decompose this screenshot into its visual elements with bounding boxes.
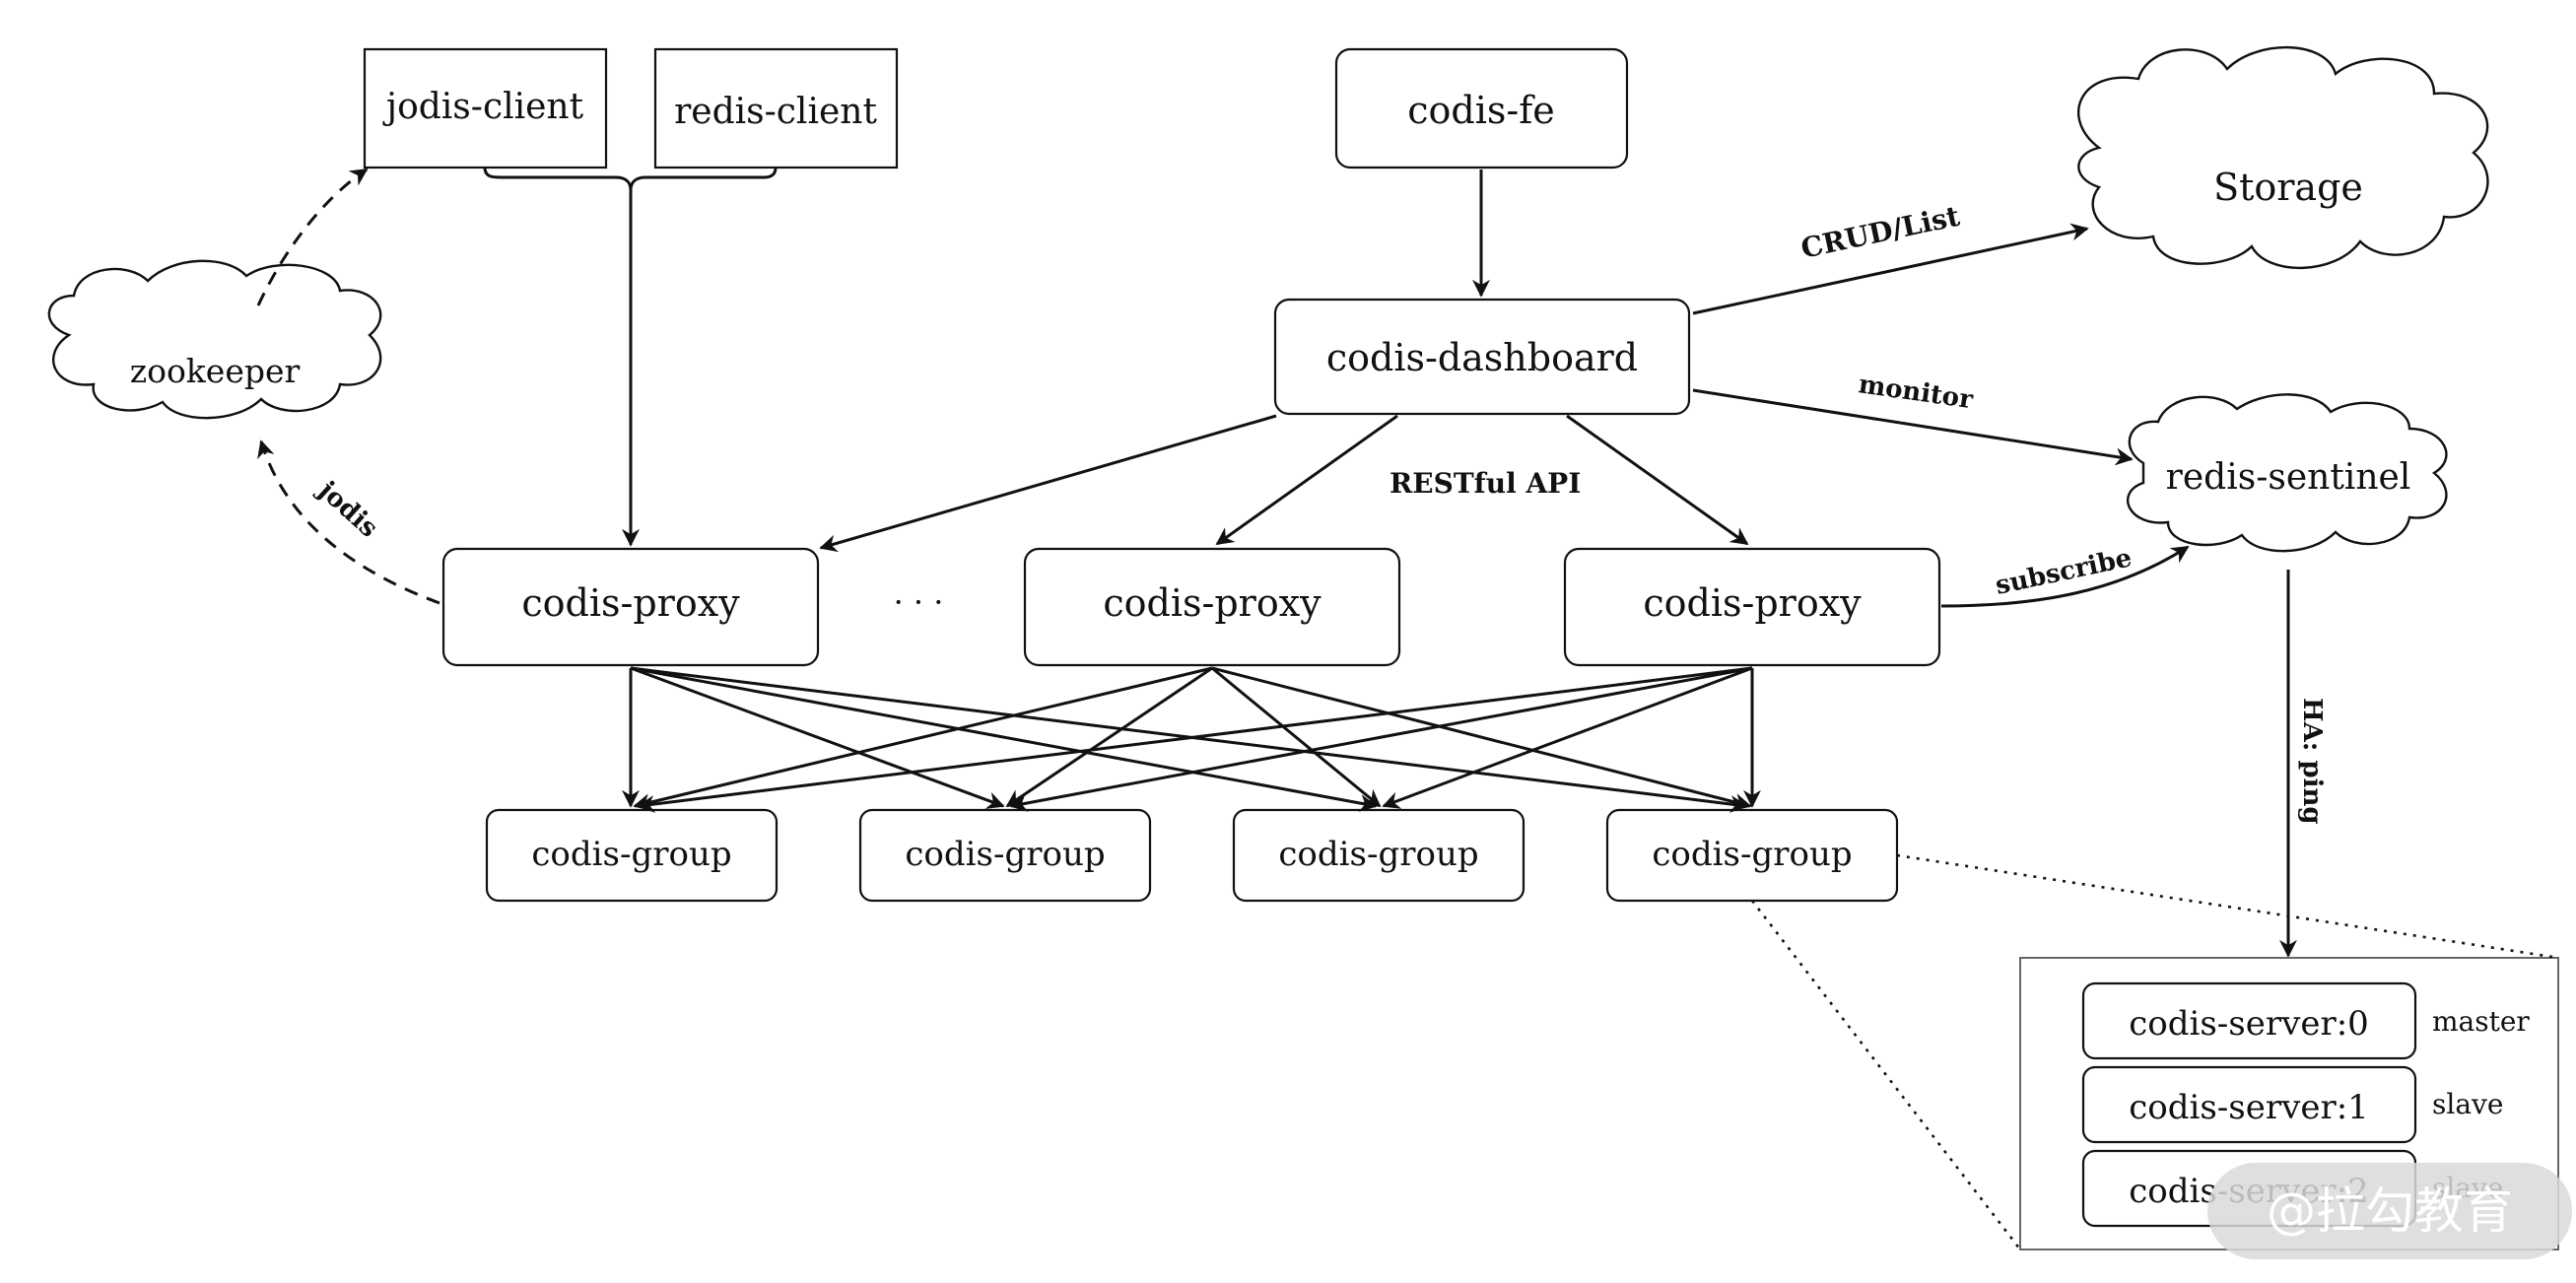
edge-label-subscribe: subscribe — [1993, 543, 2135, 601]
codis-proxy-1-box: codis-proxy — [441, 547, 820, 667]
edge-dashboard-to-proxy-1 — [819, 414, 1277, 553]
codis-server-1-role: slave — [2432, 1088, 2503, 1120]
codis-dashboard-label: codis-dashboard — [1326, 336, 1638, 379]
codis-server-1-label: codis-server:1 — [2129, 1088, 2369, 1127]
codis-proxy-3-box: codis-proxy — [1563, 547, 1941, 667]
edge-label-jodis: jodis — [311, 475, 383, 544]
storage-label: Storage — [2213, 166, 2363, 209]
codis-group-4-box: codis-group — [1605, 808, 1899, 903]
proxy-group-mesh — [622, 666, 1761, 813]
edge-dashboard-to-sentinel — [1692, 388, 2134, 466]
edge-dashboard-to-proxy-3 — [1566, 414, 1749, 546]
codis-proxy-2-label: codis-proxy — [1103, 581, 1322, 625]
redis-sentinel-cloud: redis-sentinel — [2126, 393, 2448, 553]
codis-server-1-box — [2081, 1065, 2417, 1144]
codis-dashboard-box: codis-dashboard — [1273, 298, 1691, 416]
watermark-text: @拉勾教育 — [2267, 1182, 2513, 1240]
redis-client-box: redis-client — [653, 47, 899, 169]
edge-label-ha-ping: HA: ping — [2297, 698, 2327, 825]
codis-group-2-label: codis-group — [905, 835, 1105, 874]
edge-dashboard-to-proxy-2 — [1215, 414, 1398, 546]
codis-proxy-1-label: codis-proxy — [521, 581, 740, 625]
proxy-ellipsis: · · · — [894, 583, 944, 621]
clients-brace — [483, 167, 778, 191]
zoom-line-top — [1896, 853, 2559, 960]
redis-sentinel-label: redis-sentinel — [2166, 457, 2411, 498]
zookeeper-cloud: zookeeper — [47, 259, 382, 420]
storage-cloud: Storage — [2077, 45, 2489, 270]
watermark-badge: @拉勾教育 — [2207, 1163, 2572, 1259]
jodis-client-label: jodis-client — [382, 87, 584, 127]
codis-proxy-3-label: codis-proxy — [1643, 581, 1862, 625]
codis-group-2-box: codis-group — [858, 808, 1152, 903]
codis-group-3-label: codis-group — [1278, 835, 1478, 874]
edge-label-crud-list: CRUD/List — [1798, 200, 1963, 265]
codis-server-0-role: master — [2432, 1005, 2530, 1038]
edge-dashboard-to-storage — [1692, 223, 2089, 315]
codis-group-4-label: codis-group — [1652, 835, 1852, 874]
codis-proxy-2-box: codis-proxy — [1023, 547, 1401, 667]
edge-label-restful-api: RESTful API — [1390, 467, 1581, 500]
codis-fe-box: codis-fe — [1334, 47, 1629, 169]
zookeeper-label: zookeeper — [130, 352, 301, 390]
codis-server-0-box — [2081, 981, 2417, 1060]
edge-label-monitor: monitor — [1857, 370, 1975, 415]
codis-group-1-label: codis-group — [531, 835, 731, 874]
codis-group-1-box: codis-group — [485, 808, 779, 903]
zoom-line-bottom — [1750, 900, 2022, 1250]
jodis-client-box: jodis-client — [363, 47, 608, 169]
redis-client-label: redis-client — [674, 92, 877, 132]
codis-group-3-box: codis-group — [1232, 808, 1525, 903]
edge-proxy3-to-sentinel — [1940, 545, 2190, 608]
codis-fe-label: codis-fe — [1407, 89, 1555, 132]
codis-server-0-label: codis-server:0 — [2129, 1004, 2369, 1044]
edge-proxy1-to-zookeeper — [257, 439, 441, 605]
